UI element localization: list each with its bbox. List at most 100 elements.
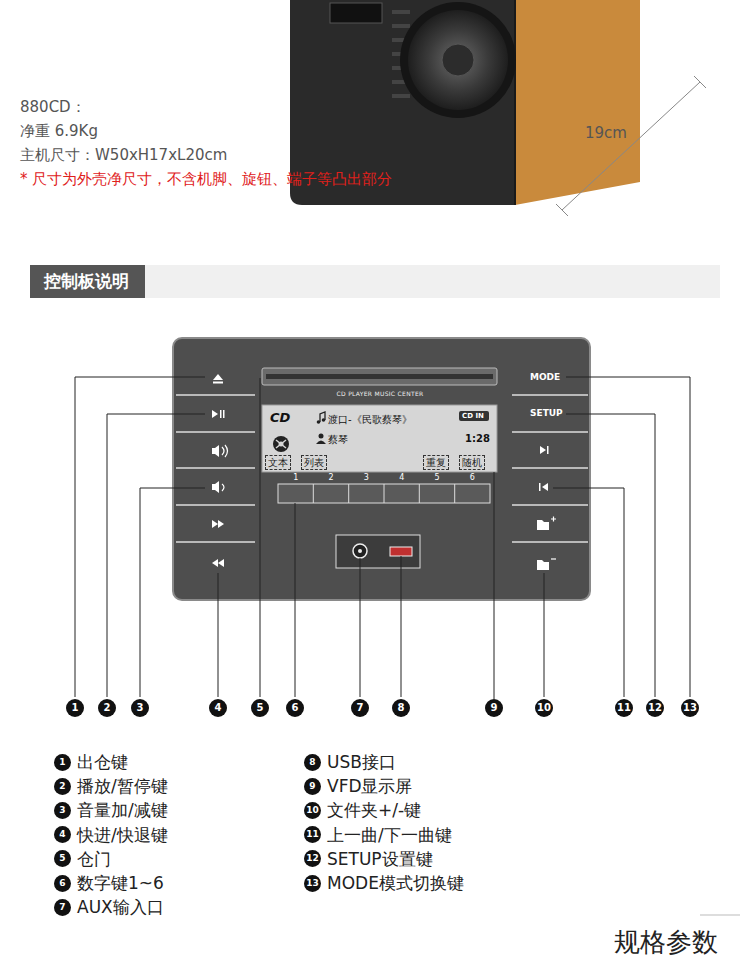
legend-item: 5仓门 <box>54 848 111 870</box>
leader-line <box>75 377 690 697</box>
callout-number: 4 <box>209 699 227 717</box>
callout-number: 9 <box>304 778 321 795</box>
callout-number: 4 <box>54 826 71 843</box>
callout-number-text: 3 <box>131 699 149 717</box>
callout-number: 7 <box>54 899 71 916</box>
number-key-label: 6 <box>470 473 475 482</box>
control-panel: CD PLAYER MUSIC CENTERMODESETUP123456CD渡… <box>173 338 590 600</box>
legend-item: 12 SETUP设置键 <box>304 848 433 870</box>
display-text: 1:28 <box>465 433 490 444</box>
heading-band <box>30 265 720 298</box>
section-heading-text: 控制板说明 <box>44 265 129 298</box>
callout-number-text: 9 <box>485 699 503 717</box>
callout-number: 11 <box>304 826 321 843</box>
callout-number-text: 5 <box>251 699 269 717</box>
callout-number: 12 <box>304 850 321 867</box>
control-panel <box>173 338 590 600</box>
legend-item: 7 AUX输入口 <box>54 896 164 918</box>
display-text: CD <box>270 410 290 425</box>
soft-key-box-text: 列表 <box>304 456 324 469</box>
callout-number: 3 <box>54 802 71 819</box>
soft-key-box: 随机 <box>459 455 485 470</box>
callout-number: 10 <box>535 699 553 717</box>
leader-line <box>494 472 495 699</box>
status-badge-text: CD IN <box>462 411 484 421</box>
part-name: MODE模式切换键 <box>327 872 464 894</box>
spec-text: 主机尺寸：W50xH17xL20cm <box>20 146 227 165</box>
callout-number: 2 <box>98 699 116 717</box>
section-title: 规格参数 <box>614 925 718 960</box>
legend-item: 2 播放/暂停键 <box>54 775 168 797</box>
callout-number: 12 <box>646 699 664 717</box>
callout-number-text: 6 <box>286 699 304 717</box>
legend-item: 3 音量加/减键 <box>54 799 168 821</box>
callout-number: 3 <box>131 699 149 717</box>
part-name: 数字键1~6 <box>77 872 164 894</box>
note-text: * 尺寸为外壳净尺寸，不含机脚、旋钮、端子等凸出部分 <box>20 170 392 189</box>
soft-key-box-text: 文本 <box>268 456 288 469</box>
spec-text: 净重 6.9Kg <box>20 122 98 141</box>
part-name: 出仓键 <box>77 751 128 773</box>
part-name: 上一曲/下一曲键 <box>327 824 452 846</box>
part-name: 文件夹+/-键 <box>327 799 421 821</box>
rule-line <box>700 915 740 916</box>
legend-item: 9 VFD显示屏 <box>304 775 413 797</box>
callout-number: 7 <box>351 699 369 717</box>
part-name: 播放/暂停键 <box>77 775 168 797</box>
number-key-label: 1 <box>293 473 298 482</box>
legend-item: 11 上一曲/下一曲键 <box>304 824 452 846</box>
legend-item: 4 快进/快退键 <box>54 824 168 846</box>
vfd-display: CD 渡口-《民歌蔡琴》蔡琴 1:28 CD IN 文本 列表 重复 随机 <box>262 405 497 472</box>
part-name: 音量加/减键 <box>77 799 168 821</box>
callout-number: 1 <box>54 754 71 771</box>
callout-number: 8 <box>304 754 321 771</box>
part-name: AUX输入口 <box>77 896 164 918</box>
part-name: VFD显示屏 <box>327 775 413 797</box>
callout-number-text: 7 <box>351 699 369 717</box>
button-label: SETUP <box>530 408 563 418</box>
dimension-line <box>556 76 706 216</box>
callout-number: 8 <box>392 699 410 717</box>
callout-number: 11 <box>615 699 633 717</box>
number-key-label: 4 <box>399 473 404 482</box>
part-name: SETUP设置键 <box>327 848 433 870</box>
callout-number: 13 <box>304 875 321 892</box>
callout-number-text: 12 <box>646 699 664 717</box>
dimension-label: 19cm <box>585 124 627 142</box>
callout-number-text: 1 <box>66 699 84 717</box>
callout-number: 5 <box>54 850 71 867</box>
status-badge: CD IN <box>459 411 489 421</box>
part-name: 快进/快退键 <box>77 824 168 846</box>
legend-item: 10文件夹+/-键 <box>304 799 421 821</box>
legend-item: 8 USB接口 <box>304 751 396 773</box>
legend-item: 6 数字键1~6 <box>54 872 164 894</box>
soft-key-box: 文本 <box>265 455 291 470</box>
callout-number-text: 2 <box>98 699 116 717</box>
callout-number: 2 <box>54 778 71 795</box>
display-text: 蔡琴 <box>328 433 348 447</box>
part-name: USB接口 <box>327 751 396 773</box>
callout-number-text: 11 <box>615 699 633 717</box>
soft-key-box-text: 随机 <box>462 456 482 469</box>
callout-number: 6 <box>286 699 304 717</box>
brand-text: CD PLAYER MUSIC CENTER <box>337 390 424 397</box>
callout-number-text: 10 <box>535 699 553 717</box>
legend-item: 13 MODE模式切换键 <box>304 872 464 894</box>
section-heading: 控制板说明 <box>30 265 145 298</box>
soft-key-box-text: 重复 <box>426 456 446 469</box>
callout-number: 9 <box>485 699 503 717</box>
callout-number: 6 <box>54 875 71 892</box>
callout-number: 5 <box>251 699 269 717</box>
soft-key-box: 列表 <box>301 455 327 470</box>
soft-key-box: 重复 <box>423 455 449 470</box>
model-text: 880CD： <box>20 98 86 117</box>
callout-number: 1 <box>66 699 84 717</box>
display-text: 渡口-《民歌蔡琴》 <box>328 413 412 427</box>
number-key-label: 2 <box>328 473 333 482</box>
callout-number-text: 4 <box>209 699 227 717</box>
callout-number-text: 13 <box>681 699 699 717</box>
button-label: MODE <box>530 372 560 382</box>
callout-number: 13 <box>681 699 699 717</box>
